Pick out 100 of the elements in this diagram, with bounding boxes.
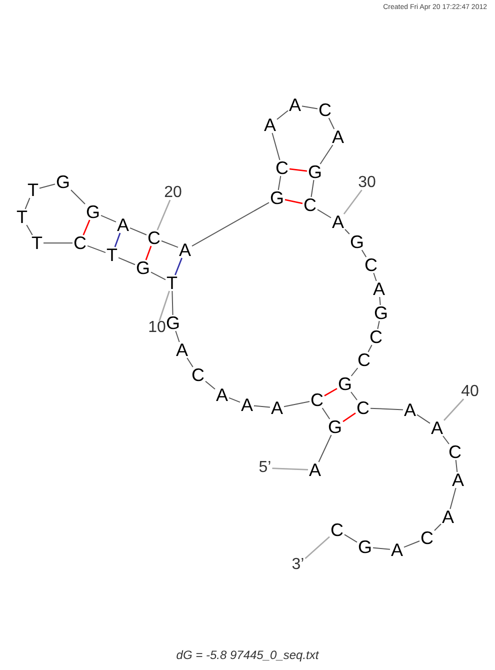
backbone-line — [328, 118, 335, 130]
backbone-line — [43, 242, 73, 244]
position-number: 10 — [148, 320, 166, 336]
position-number: 3’ — [292, 557, 304, 573]
leader-line — [304, 536, 330, 560]
backbone-line — [434, 524, 442, 531]
nucleotide-letter: A — [404, 401, 416, 419]
backbone-line — [192, 202, 270, 247]
nucleotide-letter: G — [166, 314, 180, 332]
backbone-line — [350, 392, 358, 400]
base-pair-line — [342, 412, 356, 422]
leader-line — [156, 200, 171, 230]
backbone-line — [161, 240, 178, 248]
backbone-line — [318, 434, 332, 462]
backbone-line — [310, 180, 314, 198]
backbone-line — [370, 408, 404, 410]
nucleotide-letter: A — [391, 541, 403, 559]
nucleotide-letter: A — [271, 399, 283, 417]
nucleotide-letter: C — [330, 521, 344, 539]
position-number: 20 — [164, 185, 182, 201]
energy-caption: dG = -5.8 97445_0_seq.txt — [176, 648, 319, 662]
backbone-line — [373, 272, 377, 282]
backbone-line — [278, 176, 282, 190]
backbone-line — [317, 209, 332, 218]
nucleotide-letter: T — [28, 181, 38, 199]
nucleotide-letter: A — [442, 508, 454, 526]
nucleotide-letter: G — [358, 538, 372, 556]
nucleotide-letter: T — [32, 234, 42, 252]
nucleotide-letter: G — [270, 189, 284, 207]
backbone-line — [344, 228, 350, 234]
nucleotide-letter: C — [448, 443, 462, 461]
nucleotide-letter: A — [309, 461, 321, 479]
backbone-line — [450, 488, 456, 510]
backbone-line — [87, 245, 106, 254]
nucleotide-letter: A — [176, 341, 188, 359]
backbone-line — [175, 330, 180, 342]
backbone-line — [172, 290, 174, 316]
nucleotide-letter: A — [179, 241, 191, 259]
base-pair-line — [284, 199, 303, 204]
nucleotide-letter: C — [356, 399, 370, 417]
leader-line — [272, 468, 308, 470]
nucleotide-letter: A — [452, 471, 464, 489]
nucleotide-letter: G — [56, 173, 70, 191]
backbone-line — [26, 224, 33, 236]
base-pair-line — [289, 168, 308, 172]
backbone-line — [186, 358, 194, 368]
base-pair-line — [82, 220, 90, 236]
nucleotide-letter: T — [16, 208, 28, 226]
nucleotide-letter: C — [370, 328, 382, 346]
position-number: 40 — [461, 384, 479, 400]
backbone-line — [272, 132, 280, 160]
leader-line — [158, 290, 170, 322]
nucleotide-letter: G — [328, 418, 342, 436]
nucleotide-letter: C — [318, 101, 332, 119]
nucleotide-letter: A — [117, 216, 129, 234]
nucleotide-letter: C — [420, 529, 434, 547]
backbone-line — [379, 296, 381, 306]
nucleotide-letter: C — [148, 229, 160, 247]
backbone-line — [372, 547, 390, 550]
backbone-line — [377, 320, 380, 330]
nucleotide-letter: T — [166, 274, 178, 292]
nucleotide-letter: C — [192, 366, 204, 384]
nucleotide-letter: C — [276, 159, 288, 177]
nucleotide-letter: G — [338, 375, 352, 393]
backbone-line — [455, 460, 458, 472]
backbone-line — [361, 250, 367, 258]
backbone-line — [368, 344, 372, 352]
nucleotide-letter: G — [86, 203, 100, 221]
nucleotide-letter: A — [241, 396, 253, 414]
leader-line — [444, 398, 464, 421]
backbone-line — [320, 144, 334, 164]
base-pair-line — [145, 246, 152, 260]
nucleotide-letter: C — [364, 256, 378, 274]
nucleotide-letter: A — [373, 280, 385, 298]
backbone-line — [39, 184, 56, 189]
backbone-line — [150, 272, 166, 280]
position-number: 30 — [358, 175, 376, 191]
backbone-line — [350, 368, 358, 376]
base-pair-line — [114, 232, 121, 248]
nucleotide-letter: A — [332, 128, 344, 146]
nucleotide-letter: A — [289, 96, 301, 114]
backbone-line — [70, 190, 86, 204]
backbone-line — [228, 397, 240, 403]
nucleotide-letter: G — [374, 304, 388, 322]
nucleotide-letter: A — [216, 386, 228, 404]
backbone-line — [100, 214, 116, 222]
nucleotide-letter: C — [74, 234, 86, 252]
position-number: 5’ — [258, 460, 272, 476]
nucleotide-letter: T — [106, 246, 118, 264]
backbone-line — [24, 198, 30, 210]
backbone-line — [322, 408, 330, 420]
nucleotide-letter: A — [264, 116, 276, 134]
nucleotide-letter: G — [350, 233, 364, 251]
nucleotide-letter: C — [358, 351, 370, 369]
backbone-line — [344, 534, 358, 543]
backbone-line — [205, 380, 216, 390]
nucleotide-letter: C — [310, 391, 324, 409]
backbone-line — [404, 540, 420, 548]
backbone-line — [254, 405, 270, 408]
base-pair-line — [324, 388, 338, 396]
